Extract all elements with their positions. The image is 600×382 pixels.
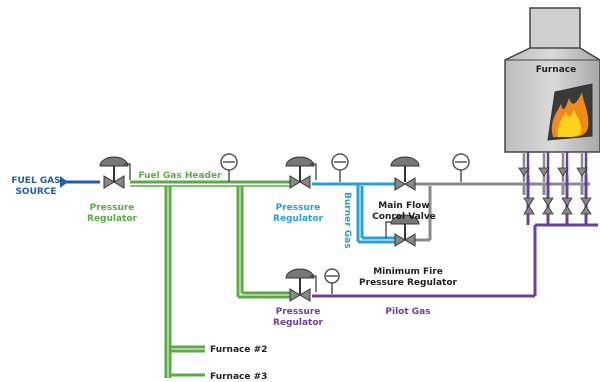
pilot-gas-label: Pilot Gas [385, 307, 430, 317]
pressure-regulator-1-icon[interactable] [99, 156, 131, 189]
pressure-regulator-2-label-line2: Regulator [273, 214, 324, 224]
main-flow-control-valve-icon[interactable] [390, 156, 420, 191]
pressure-regulator-1-label-line1: Pressure [90, 203, 135, 213]
fuel-gas-source-label-line1: FUEL GAS [11, 176, 60, 186]
main-flow-valve-label-line2: Conrol Valve [372, 212, 436, 222]
burner-valves[interactable] [518, 167, 592, 215]
source-arrow-icon [60, 176, 68, 188]
pressure-gauge-1-icon[interactable] [220, 153, 238, 182]
burner-gas-pipe [312, 182, 395, 244]
pressure-regulator-3-label-line2: Regulator [273, 318, 324, 328]
fuel-gas-header-label: Fuel Gas Header [138, 171, 222, 181]
burner-gas-label: Burner Gas [342, 192, 352, 249]
furnace: Furnace [504, 7, 600, 182]
main-flow-valve-label-line1: Main Flow [378, 201, 429, 211]
fuel-gas-source-label-line2: SOURCE [15, 187, 56, 197]
furnace-3-label: Furnace #3 [210, 372, 267, 382]
fuel-gas-header-pipe [130, 180, 290, 378]
minimum-fire-regulator-icon[interactable] [385, 214, 420, 247]
pressure-gauge-3-icon[interactable] [452, 153, 470, 182]
main-flow-pipe [415, 182, 590, 242]
furnace-label: Furnace [536, 65, 576, 75]
pressure-gauge-4-icon[interactable] [324, 268, 340, 294]
min-fire-regulator-label-line2: Pressure Regulator [359, 278, 457, 288]
pressure-regulator-3-icon[interactable] [285, 268, 317, 302]
pressure-regulator-1-label-line2: Regulator [87, 214, 138, 224]
min-fire-regulator-label-line1: Minimum Fire [373, 267, 443, 277]
pressure-regulator-2-label-line1: Pressure [276, 203, 321, 213]
pressure-gauge-2-icon[interactable] [331, 153, 349, 182]
pressure-regulator-2-icon[interactable] [285, 156, 317, 189]
pressure-regulator-3-label-line1: Pressure [276, 307, 321, 317]
burner-tubes [526, 152, 588, 175]
pilot-gas-pipe [312, 175, 598, 298]
furnace-2-label: Furnace #2 [210, 345, 267, 355]
